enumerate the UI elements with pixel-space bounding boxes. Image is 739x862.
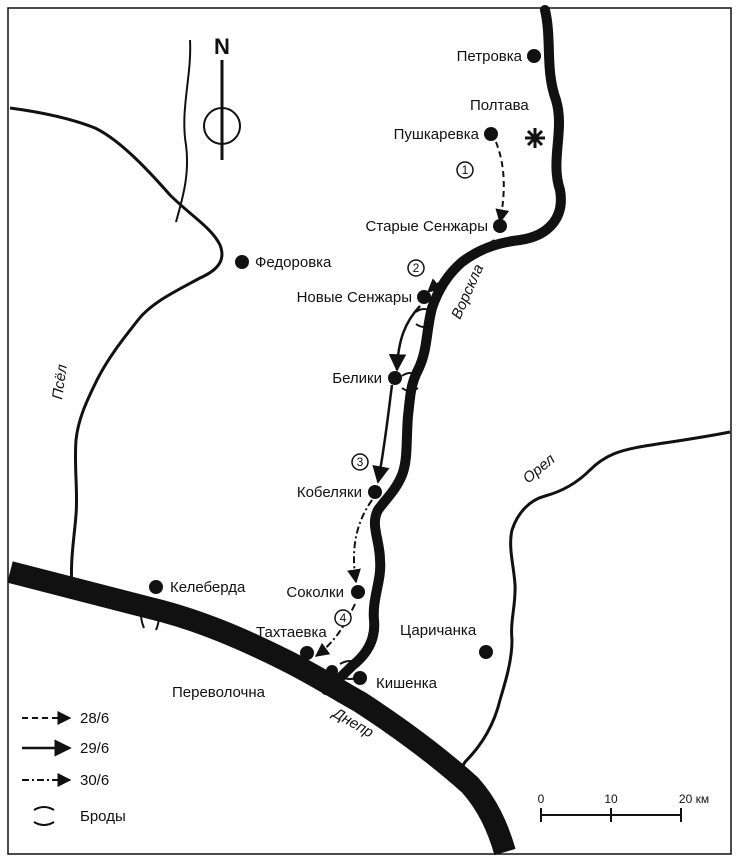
city-label-sokolki: Соколки (286, 584, 344, 601)
city-label-perevolochna: Переволочна (172, 684, 266, 701)
city-dot-pushkarevka (484, 127, 498, 141)
city-dot-petrovka (527, 49, 541, 63)
scale-tick-20: 20 км (679, 792, 709, 806)
scale-tick-10: 10 (604, 792, 618, 806)
city-dot-fedorovka (235, 255, 249, 269)
city-dot-tsarichanka (479, 645, 493, 659)
svg-text:2: 2 (413, 261, 420, 275)
map-frame (7, 7, 732, 855)
city-label-beliki: Белики (332, 370, 382, 387)
route-number-3: 3 (351, 453, 369, 471)
route-30-6-b (314, 603, 356, 657)
river-label-orel: Орел (520, 450, 559, 487)
scale-tick-0: 0 (538, 792, 545, 806)
city-label-novye-senzhary: Новые Сенжары (297, 289, 412, 306)
svg-text:28/6: 28/6 (80, 710, 109, 727)
city-label-keleberda: Келеберда (170, 579, 246, 596)
city-dot-kishenka (353, 671, 367, 685)
battle-star-icon (525, 128, 545, 148)
legend-item-30-6: 30/6 (22, 772, 109, 789)
route-28-6-a (495, 141, 510, 224)
psel-river (9, 106, 224, 591)
city-dot-takhtaevka (300, 646, 314, 660)
legend-item-ford: Броды (33, 806, 126, 826)
route-number-4: 4 (334, 609, 352, 627)
city-label-tsarichanka: Царичанка (400, 622, 477, 639)
city-dot-novye-senzhary (417, 290, 431, 304)
route-number-1: 1 (456, 161, 474, 179)
city-dot-kobelyaki (368, 485, 382, 499)
svg-text:30/6: 30/6 (80, 772, 109, 789)
compass-icon: N (203, 34, 241, 160)
city-label-starye-senzhary: Старые Сенжары (366, 218, 488, 235)
river-label-psel: Псёл (49, 363, 71, 401)
city-label-poltava: Полтава (470, 97, 529, 114)
svg-text:3: 3 (357, 455, 364, 469)
city-dot-perevolochna (326, 665, 338, 677)
route-28-6-b (426, 239, 495, 293)
orel-river (456, 430, 731, 783)
svg-text:29/6: 29/6 (80, 740, 109, 757)
route-29-6-b (372, 384, 394, 484)
svg-text:1: 1 (462, 163, 469, 177)
legend-item-29-6: 29/6 (22, 739, 109, 757)
ford-novye-senzhary (415, 308, 433, 328)
legend: 28/6 29/6 30/6 Броды (22, 710, 126, 826)
psel-tributary (175, 39, 192, 223)
city-label-kobelyaki: Кобеляки (297, 484, 362, 501)
city-dot-beliki (388, 371, 402, 385)
compass-north-label: N (214, 34, 230, 59)
vorskla-river (321, 5, 566, 695)
city-label-petrovka: Петровка (457, 48, 523, 65)
route-29-6-a (388, 305, 421, 372)
route-number-2: 2 (407, 259, 425, 277)
svg-text:Броды: Броды (80, 808, 126, 825)
city-dot-starye-senzhary (493, 219, 507, 233)
ford-beliki (401, 372, 419, 392)
city-dot-keleberda (149, 580, 163, 594)
dnepr-river (7, 561, 516, 856)
city-dot-sokolki (351, 585, 365, 599)
svg-text:4: 4 (340, 611, 347, 625)
scale-bar: 0 10 20 км (538, 792, 709, 822)
city-label-fedorovka: Федоровка (255, 254, 332, 271)
city-label-kishenka: Кишенка (376, 675, 438, 692)
route-30-6-a (347, 499, 373, 584)
legend-item-28-6: 28/6 (22, 710, 109, 727)
city-label-takhtaevka: Тахтаевка (256, 624, 327, 641)
city-label-pushkarevka: Пушкаревка (394, 126, 480, 143)
ford-keleberda (140, 599, 160, 631)
